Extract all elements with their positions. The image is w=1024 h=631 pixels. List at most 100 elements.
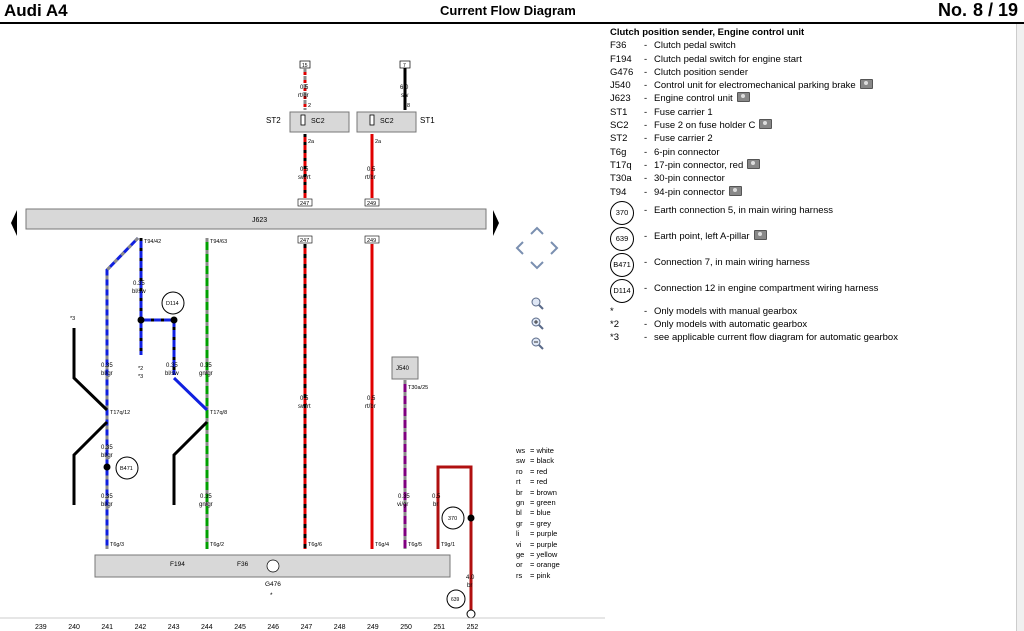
color-code-row: bl= blue	[516, 508, 560, 518]
legend-component-row: T30a-30-pin connector	[610, 172, 1020, 185]
connection-desc-text: Earth connection 5, in main wiring harne…	[654, 204, 834, 216]
ruler-number: 243	[168, 624, 180, 631]
connection-circle: B471	[610, 252, 634, 277]
pin-247-bottom	[297, 235, 313, 244]
note-desc: see applicable current flow diagram for …	[654, 332, 898, 344]
wire-label-size: 0.5	[367, 396, 376, 402]
legend-component-row: F36-Clutch pedal switch	[610, 39, 1020, 52]
scroll-right-arrow[interactable]	[493, 210, 499, 236]
label-g476: G476	[265, 581, 281, 588]
dash: -	[644, 146, 648, 158]
legend-note-row: *2-Only models with automatic gearbox	[610, 318, 1020, 331]
wire-black-left-top	[72, 328, 109, 412]
ruler-number: 252	[467, 624, 479, 631]
component-desc: 17-pin connector, red	[654, 158, 761, 172]
equals: =	[530, 508, 537, 518]
wire-label-color: bl/gr	[101, 453, 113, 459]
component-desc: Engine control unit	[654, 92, 750, 105]
pin-label: 249	[367, 238, 376, 244]
wire-label-color: bl/sw	[165, 371, 179, 377]
color-abbr: li	[516, 529, 520, 539]
legend-component-row: J623-Engine control unit	[610, 92, 1020, 105]
pin-label: T17q/8	[210, 410, 227, 416]
pan-left-arrow[interactable]	[515, 241, 524, 255]
wire-label-color: sw/rt	[298, 404, 311, 410]
pan-right-arrow[interactable]	[550, 241, 559, 255]
color-code-row: sw= black	[516, 456, 560, 466]
equals: =	[530, 570, 537, 580]
color-name: pink	[536, 570, 551, 580]
component-desc-text: Engine control unit	[654, 93, 733, 105]
connection-circle: D114	[610, 278, 634, 303]
wire-label-color: rt/br	[365, 175, 376, 181]
pan-arrows-icon[interactable]	[511, 222, 563, 274]
component-desc-text: 6-pin connector	[654, 146, 720, 158]
camera-icon[interactable]	[859, 79, 873, 90]
legend-component-row: T94-94-pin connector	[610, 185, 1020, 199]
dash: -	[644, 40, 648, 52]
wire-label-color: rt/br	[365, 404, 376, 410]
legend-component-row: ST2-Fuse carrier 2	[610, 132, 1020, 145]
wire-label-size: 0.35	[200, 363, 212, 369]
legend-component-row: T6g-6-pin connector	[610, 146, 1020, 159]
zoom-in-icon[interactable]	[530, 316, 544, 330]
sender-symbol	[266, 559, 280, 573]
scroll-left-arrow[interactable]	[11, 210, 17, 236]
zoom-icon[interactable]	[530, 296, 544, 310]
splice-b471	[103, 463, 111, 471]
pin-label: 249	[367, 201, 376, 207]
pin-label: T6g/3	[110, 542, 124, 548]
component-code: T30a	[610, 173, 632, 185]
color-name: grey	[536, 518, 552, 528]
color-abbr: ws	[516, 446, 526, 455]
connection-desc: Connection 12 in engine compartment wiri…	[654, 282, 878, 295]
note-mark: *	[610, 305, 614, 317]
page-label: No.	[937, 0, 967, 20]
ruler-number: 241	[101, 624, 113, 631]
vertical-scrollbar[interactable]	[1016, 24, 1024, 631]
wire-label-size: 0.5	[300, 85, 309, 91]
legend-component-row: SC2-Fuse 2 on fuse holder C	[610, 119, 1020, 132]
wire-label-color: bl/sw	[132, 289, 146, 295]
splice-d114-right	[170, 316, 178, 324]
circle-d114	[161, 291, 185, 315]
camera-icon[interactable]	[753, 229, 767, 240]
zoom-out-icon[interactable]	[530, 336, 544, 350]
legend-title: Clutch position sender, Engine control u…	[610, 27, 805, 38]
camera-icon[interactable]	[759, 119, 773, 130]
legend-connection-row: B471-Connection 7, in main wiring harnes…	[610, 252, 1020, 279]
component-desc-text: 17-pin connector, red	[654, 159, 744, 171]
component-code: F36	[610, 40, 627, 52]
camera-icon[interactable]	[747, 158, 761, 169]
circle-639	[446, 589, 466, 609]
color-name: purple	[536, 539, 558, 549]
pan-down-arrow[interactable]	[530, 261, 544, 270]
pan-up-arrow[interactable]	[530, 226, 544, 235]
component-code: G476	[610, 66, 634, 78]
dash: -	[644, 173, 648, 185]
component-code: J540	[610, 80, 631, 92]
color-code-row: vi= purple	[516, 540, 560, 550]
pin-label: *3	[138, 374, 143, 380]
dash: -	[644, 230, 648, 242]
note-mark: *2	[610, 319, 619, 331]
camera-icon[interactable]	[736, 92, 750, 103]
dash: -	[644, 80, 648, 92]
ecu-bar	[25, 208, 487, 230]
label-f36: F36	[237, 561, 249, 568]
component-desc: Clutch position sender	[654, 66, 748, 79]
component-desc: Control unit for electromechanical parki…	[654, 79, 873, 92]
color-name: yellow	[536, 550, 558, 560]
wire-label-color: bl/gr	[101, 502, 113, 508]
component-desc: 6-pin connector	[654, 146, 719, 159]
pin-249-bottom	[364, 235, 380, 244]
wire-label-color: br	[467, 583, 472, 589]
j540-box	[391, 356, 419, 380]
camera-icon[interactable]	[728, 185, 742, 196]
equals: =	[530, 539, 537, 549]
ruler-number: 249	[367, 624, 379, 631]
pin-label: T30a/25	[408, 385, 428, 391]
color-code-row: or= orange	[516, 560, 560, 570]
wire-label-size: 0.35	[166, 363, 178, 369]
page-number: No.8 / 19	[938, 0, 1018, 21]
